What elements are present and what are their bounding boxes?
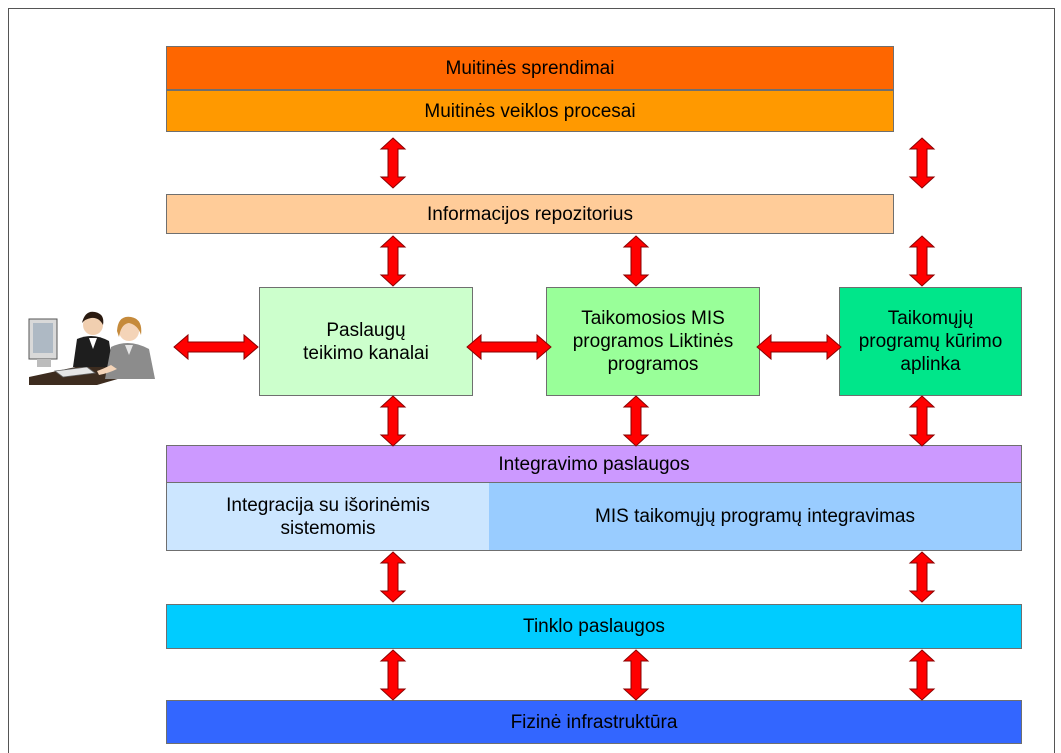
double-arrow-icon bbox=[756, 334, 842, 360]
service-channels-label: Paslaugų teikimo kanalai bbox=[303, 319, 429, 364]
double-arrow-icon bbox=[380, 235, 406, 287]
app-dev-environment-label: Taikomųjų programų kūrimo aplinka bbox=[858, 308, 1003, 375]
double-arrow-icon bbox=[173, 334, 259, 360]
double-arrow-icon bbox=[909, 551, 935, 603]
mis-integration-label: MIS taikomųjų programų integravimas bbox=[595, 506, 915, 527]
mis-integration-box: MIS taikomųjų programų integravimas bbox=[489, 482, 1022, 551]
app-dev-environment-box: Taikomųjų programų kūrimo aplinka bbox=[839, 287, 1022, 396]
customs-processes-layer: Muitinės veiklos procesai bbox=[166, 90, 894, 132]
double-arrow-icon bbox=[623, 649, 649, 701]
mis-applications-label: Taikomosios MIS programos Liktinės progr… bbox=[572, 308, 734, 375]
double-arrow-icon bbox=[380, 551, 406, 603]
double-arrow-icon bbox=[909, 137, 935, 189]
network-services-layer: Tinklo paslaugos bbox=[166, 604, 1022, 649]
double-arrow-icon bbox=[909, 235, 935, 287]
double-arrow-icon bbox=[623, 395, 649, 447]
double-arrow-icon bbox=[909, 649, 935, 701]
customs-decisions-layer: Muitinės sprendimai bbox=[166, 46, 894, 90]
diagram-frame bbox=[8, 8, 1055, 753]
office-workers-icon bbox=[25, 305, 173, 385]
service-channels-box: Paslaugų teikimo kanalai bbox=[259, 287, 473, 396]
double-arrow-icon bbox=[623, 235, 649, 287]
double-arrow-icon bbox=[380, 395, 406, 447]
external-integration-label: Integracija su išorinėmis sistemomis bbox=[226, 494, 430, 539]
integration-services-layer: Integravimo paslaugos bbox=[166, 445, 1022, 483]
information-repository-layer: Informacijos repozitorius bbox=[166, 194, 894, 234]
information-repository-label: Informacijos repozitorius bbox=[427, 203, 633, 225]
double-arrow-icon bbox=[909, 395, 935, 447]
physical-infrastructure-label: Fizinė infrastruktūra bbox=[510, 711, 678, 733]
double-arrow-icon bbox=[380, 137, 406, 189]
mis-applications-box: Taikomosios MIS programos Liktinės progr… bbox=[546, 287, 760, 396]
customs-processes-label: Muitinės veiklos procesai bbox=[424, 100, 636, 122]
integration-services-label: Integravimo paslaugos bbox=[498, 453, 690, 475]
double-arrow-icon bbox=[466, 334, 552, 360]
customs-decisions-label: Muitinės sprendimai bbox=[445, 57, 615, 79]
external-integration-box: Integracija su išorinėmis sistemomis bbox=[166, 482, 489, 551]
double-arrow-icon bbox=[380, 649, 406, 701]
physical-infrastructure-layer: Fizinė infrastruktūra bbox=[166, 700, 1022, 744]
network-services-label: Tinklo paslaugos bbox=[523, 616, 665, 637]
